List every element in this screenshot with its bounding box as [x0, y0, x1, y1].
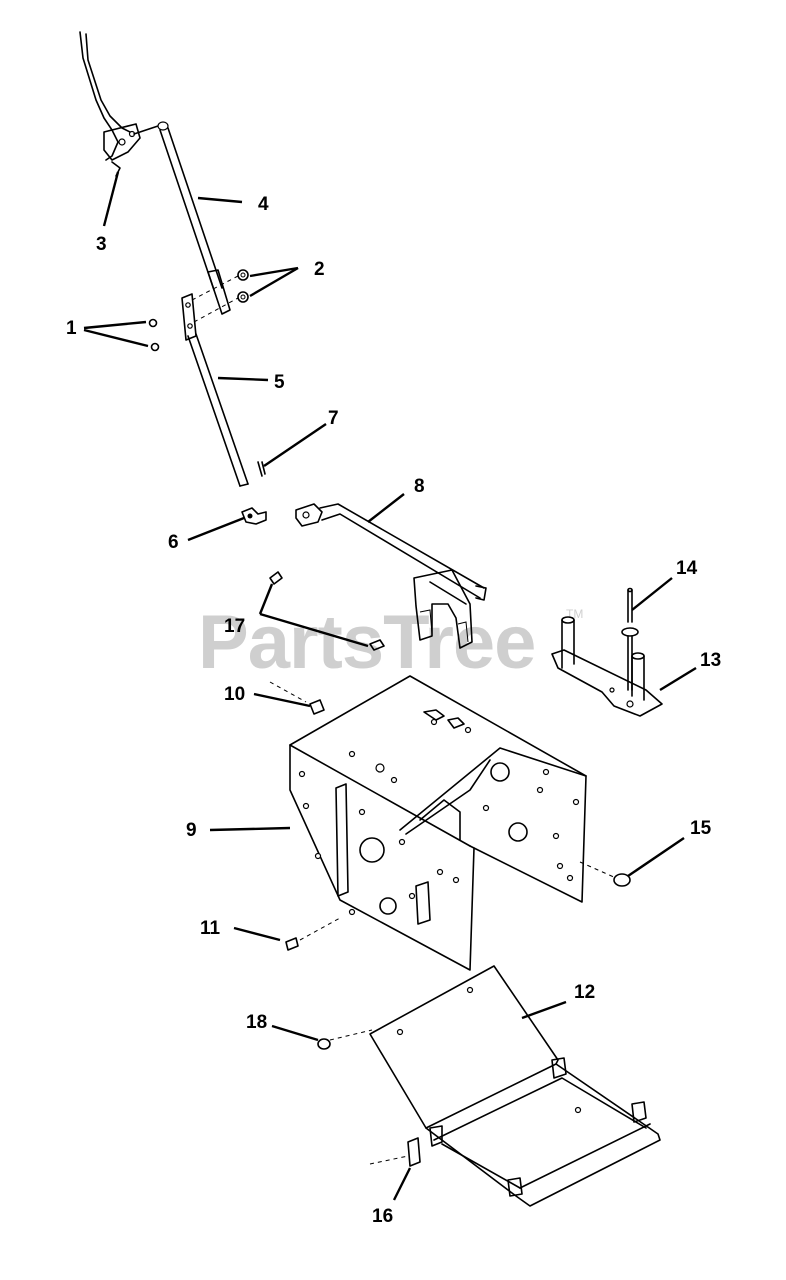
callout-15: 15 [690, 818, 712, 839]
part-17-clips [269, 571, 385, 651]
callout-3: 3 [96, 234, 107, 255]
part-5-lower-rod [181, 293, 249, 487]
callout-1: 1 [66, 318, 77, 339]
part-9-frame [289, 675, 587, 971]
part-16-clip [369, 1137, 421, 1167]
callout-7: 7 [328, 408, 339, 429]
watermark-trademark: TM [566, 607, 583, 621]
callout-6: 6 [168, 532, 179, 553]
callout-18: 18 [246, 1012, 267, 1033]
part-11-screw [285, 917, 341, 951]
part-1-bolts [148, 318, 160, 352]
callout-13: 13 [700, 650, 721, 671]
callout-labels: 1 2 3 4 5 6 7 8 9 10 11 12 13 14 15 16 1… [66, 194, 721, 1227]
callout-17: 17 [224, 616, 245, 637]
callout-16: 16 [372, 1206, 393, 1227]
part-14-pin [621, 587, 639, 691]
callout-14: 14 [676, 558, 698, 579]
part-4-upper-rod [157, 121, 231, 315]
callout-9: 9 [186, 820, 197, 841]
part-2-nuts [191, 269, 249, 323]
part-10-bolt [269, 681, 325, 715]
callout-10: 10 [224, 684, 245, 705]
callout-8: 8 [414, 476, 425, 497]
part-12-plate [369, 965, 661, 1207]
callout-2: 2 [314, 259, 325, 280]
part-7-pin [257, 461, 266, 477]
callout-12: 12 [574, 982, 595, 1003]
callout-11: 11 [200, 918, 221, 939]
leader-lines [83, 171, 697, 1201]
part-6-ferrule [241, 507, 267, 525]
watermark: PartsTree TM [198, 600, 583, 685]
callout-5: 5 [274, 372, 285, 393]
part-18-nut [317, 1029, 373, 1050]
callout-4: 4 [258, 194, 269, 215]
watermark-text: PartsTree [198, 600, 535, 685]
part-15-nut [579, 861, 631, 887]
part-8-linkage [295, 503, 487, 649]
part-3-lever-bracket [79, 31, 166, 177]
part-13-bracket [551, 616, 663, 717]
